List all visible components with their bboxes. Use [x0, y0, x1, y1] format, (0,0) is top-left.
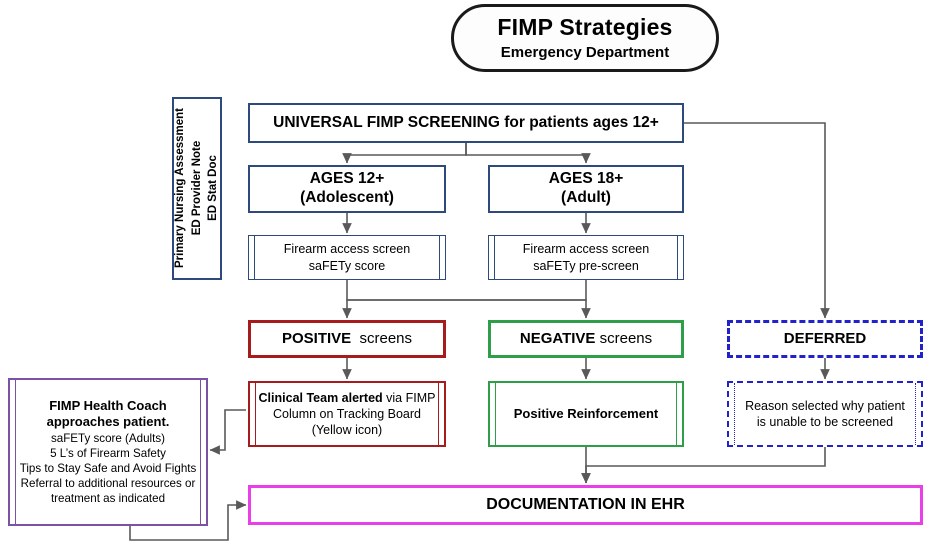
documentation-label: DOCUMENTATION IN EHR [486, 496, 685, 514]
node-documentation-ehr: DOCUMENTATION IN EHR [248, 485, 923, 525]
node-ages-18-plus: AGES 18+ (Adult) [488, 165, 684, 213]
node-deferral-reason: Reason selected why patient is unable to… [727, 381, 923, 447]
wire-universal-to-ages18 [465, 143, 591, 164]
source-line-3: ED Stat Doc [207, 155, 220, 222]
doc-side-bands [734, 383, 916, 445]
node-screen-adolescent: Firearm access screen saFETy score [248, 235, 446, 280]
reason-label: Reason selected why patient is unable to… [745, 398, 905, 429]
clinical-label-rest: via FIMP Column on Tracking Board (Yello… [273, 390, 436, 438]
screen18-line2: saFETy pre-screen [533, 258, 639, 273]
node-universal-screening: UNIVERSAL FIMP SCREENING for patients ag… [248, 103, 684, 143]
node-ages-12-plus: AGES 12+ (Adolescent) [248, 165, 446, 213]
node-positive-screens: POSITIVE screens [248, 320, 446, 358]
screen12-line2: saFETy score [308, 258, 386, 273]
deferred-label: DEFERRED [783, 329, 867, 347]
screen18-line1: Firearm access screen [522, 242, 650, 257]
negative-label-strong: NEGATIVE [519, 329, 596, 347]
negative-label-light: screens [599, 329, 653, 347]
documentation-sources-label: Primary Nursing Assessment ED Provider N… [172, 108, 222, 268]
node-positive-reinforcement: Positive Reinforcement [488, 381, 684, 447]
node-negative-screens: NEGATIVE screens [488, 320, 684, 358]
clinical-label-strong: Clinical Team alerted [258, 390, 383, 405]
wire-screen12-to-negative [346, 280, 591, 319]
node-deferred: DEFERRED [727, 320, 923, 358]
node-health-coach: FIMP Health Coach approaches patient. sa… [8, 378, 208, 526]
ages18-line2: (Adult) [561, 189, 611, 206]
doc-side-bands [494, 236, 678, 279]
coach-item-3: Tips to Stay Safe and Avoid Fights [19, 461, 197, 475]
doc-side-bands [15, 380, 201, 524]
title-subtitle: Emergency Department [500, 44, 670, 62]
screen12-line1: Firearm access screen [283, 242, 411, 257]
node-screen-adult: Firearm access screen saFETy pre-screen [488, 235, 684, 280]
wire-clinical-to-coach [209, 409, 246, 455]
source-line-2: ED Provider Note [190, 141, 203, 236]
reinforce-label: Positive Reinforcement [513, 405, 659, 421]
page-title: FIMP Strategies Emergency Department [451, 4, 719, 72]
source-line-1: Primary Nursing Assessment [174, 108, 186, 269]
documentation-sources-box: Primary Nursing Assessment ED Provider N… [172, 97, 222, 280]
doc-side-bands [255, 383, 439, 445]
wire-screen18-to-positive [342, 280, 587, 319]
coach-item-1: saFETy score (Adults) [50, 431, 166, 445]
positive-label-strong: POSITIVE [281, 329, 352, 347]
ages18-line1: AGES 18+ [548, 170, 624, 188]
ages12-line1: AGES 12+ [309, 170, 385, 188]
ages12-line2: (Adolescent) [300, 189, 394, 206]
coach-header-line2: approaches patient. [46, 414, 170, 430]
wire-universal-to-deferred [684, 122, 830, 319]
doc-side-bands [254, 236, 440, 279]
positive-label-light: screens [359, 329, 413, 347]
coach-item-4: Referral to additional resources or trea… [20, 476, 196, 505]
coach-item-2: 5 L’s of Firearm Safety [50, 446, 166, 460]
wire-universal-to-ages12 [342, 143, 467, 164]
coach-header-line1: FIMP Health Coach [49, 398, 167, 414]
wire-reason-to-documentation [581, 447, 826, 484]
node-clinical-team-alert: Clinical Team alerted via FIMP Column on… [248, 381, 446, 447]
node-universal-screening-label: UNIVERSAL FIMP SCREENING for patients ag… [273, 113, 659, 131]
title-primary: FIMP Strategies [497, 14, 673, 41]
doc-side-bands [495, 383, 677, 445]
